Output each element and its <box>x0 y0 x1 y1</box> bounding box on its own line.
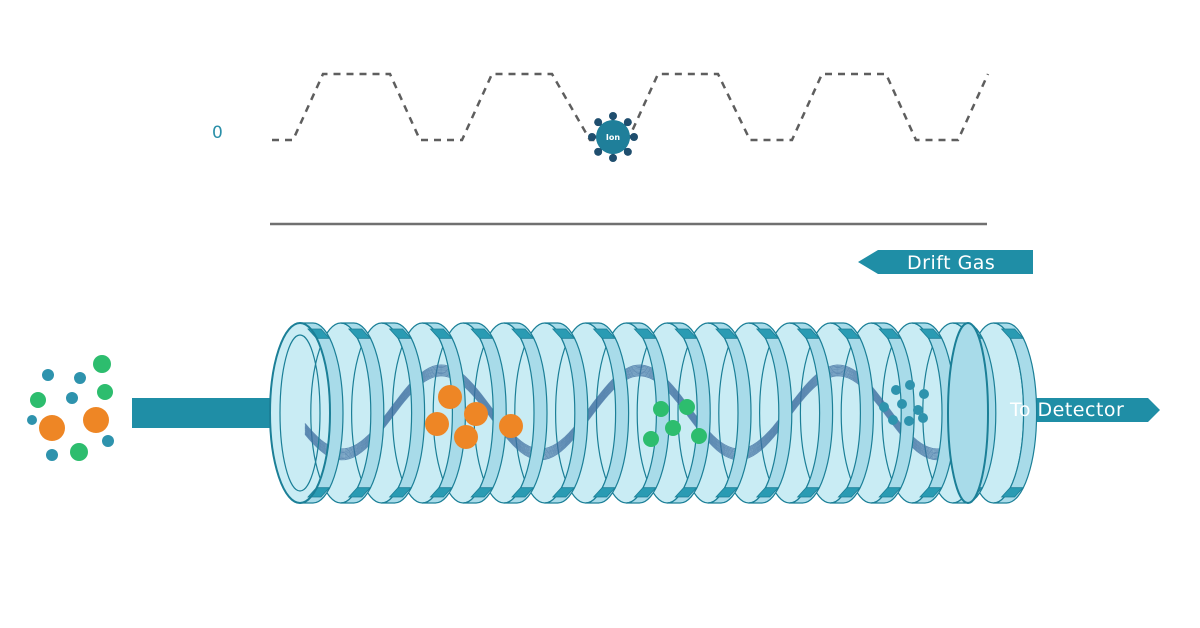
inlet-ion <box>46 449 58 461</box>
drift-ring <box>585 322 630 504</box>
orange-ion <box>499 414 523 438</box>
exit-ring <box>947 322 989 504</box>
green-ion <box>665 420 681 436</box>
orange-ion <box>454 425 478 449</box>
teal-ion <box>891 385 901 395</box>
drift-gas-arrow <box>858 250 1033 274</box>
drift-gas-label: Drift Gas <box>907 252 996 274</box>
drift-ring <box>544 322 589 504</box>
inlet-ion <box>66 392 78 404</box>
zero-potential-label: 0 <box>212 123 223 143</box>
green-ion <box>643 431 659 447</box>
inlet-ion <box>30 392 46 408</box>
green-ion <box>679 399 695 415</box>
drift-ring <box>422 322 466 504</box>
drift-ring <box>667 322 711 504</box>
drift-ring <box>911 322 956 504</box>
drift-ring <box>871 322 915 504</box>
teal-ion <box>918 413 928 423</box>
entrance-ring <box>269 322 331 504</box>
ion-icon: Ion <box>588 112 638 162</box>
inlet-ion <box>83 407 109 433</box>
drift-tube <box>269 322 1038 504</box>
entrance-ring-inner <box>279 334 321 492</box>
drift-ring <box>381 322 426 504</box>
drift-ring <box>503 322 548 504</box>
traveling-wave <box>272 72 990 142</box>
teal-ion <box>879 402 889 412</box>
drift-ring <box>340 322 385 504</box>
drift-ring <box>993 322 1038 504</box>
ion-label: Ion <box>606 133 620 142</box>
inlet-ion-cloud <box>27 355 114 461</box>
teal-ion <box>897 399 907 409</box>
inlet-ion <box>39 415 65 441</box>
teal-ion <box>905 380 915 390</box>
inlet-ion <box>102 435 114 447</box>
drift-ring <box>748 322 793 504</box>
teal-ion <box>904 416 914 426</box>
orange-ion <box>425 412 449 436</box>
to-detector-label: To Detector <box>1010 399 1125 421</box>
drift-ring <box>789 322 834 504</box>
orange-ion <box>438 385 462 409</box>
teal-ion <box>888 415 898 425</box>
ion-body <box>596 120 630 154</box>
inlet-ion <box>93 355 111 373</box>
drift-ring <box>626 322 670 504</box>
orange-ion <box>464 402 488 426</box>
green-ion <box>653 401 669 417</box>
inlet-ion <box>70 443 88 461</box>
inlet-ion <box>42 369 54 381</box>
teal-ion <box>919 389 929 399</box>
inlet-ion <box>97 384 113 400</box>
green-ion <box>691 428 707 444</box>
teal-ion <box>913 405 923 415</box>
inlet-ion <box>74 372 86 384</box>
drift-ring <box>707 322 752 504</box>
drift-ring <box>830 322 874 504</box>
inlet-arrow <box>132 398 288 428</box>
inlet-ion <box>27 415 37 425</box>
drift-ring <box>463 322 507 504</box>
